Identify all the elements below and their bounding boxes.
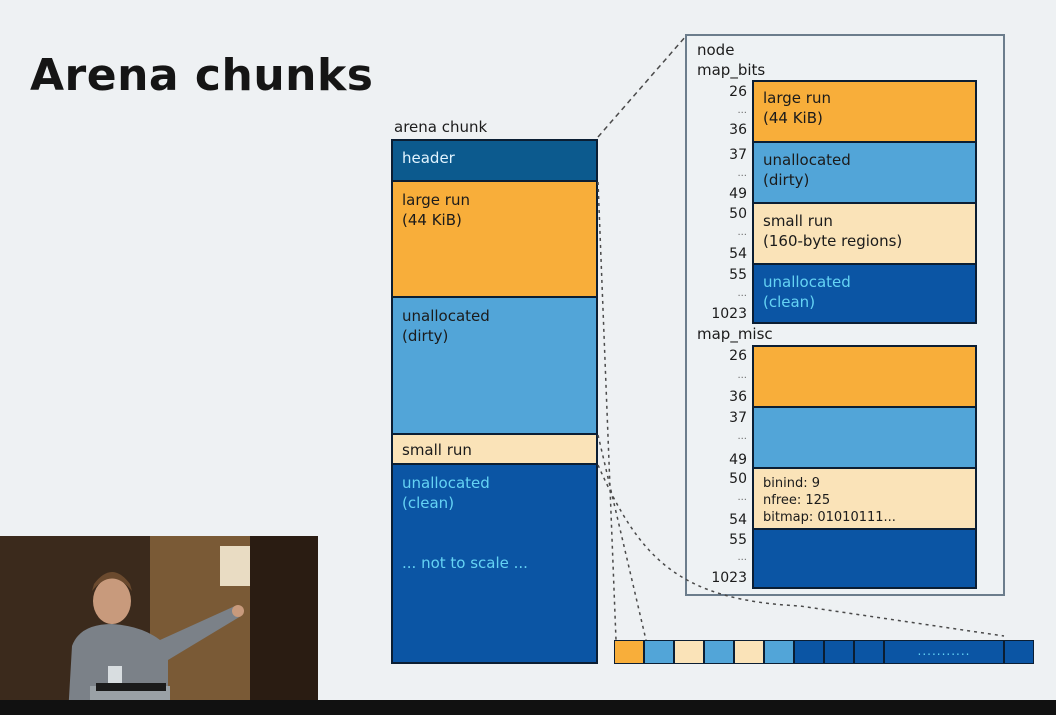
ellipsis-mark: ... [737,431,747,442]
presenter-video [0,536,318,715]
ellipsis-mark: ... [737,370,747,381]
ellipsis-mark: ... [737,105,747,116]
map-strip: ........... [614,640,1034,664]
ellipsis-mark: ... [737,552,747,563]
arena-large-run-text: large run (44 KiB) [402,191,470,229]
presenter-image [0,536,318,715]
arena-dirty-block: unallocated (dirty) [391,296,598,435]
map-cell [704,640,734,664]
map-bits-clean-text: unallocated (clean) [763,273,851,311]
map-bits-index: 26 [729,84,747,100]
map-misc-index: 49 [729,452,747,468]
bottom-bar [0,700,1056,715]
map-misc-large-run [752,345,977,408]
ellipsis-mark: ... [737,168,747,179]
map-cell [824,640,854,664]
arena-header-text: header [402,149,455,167]
arena-large-run-block: large run (44 KiB) [391,180,598,298]
ellipsis-mark: ... [737,492,747,503]
map-bits-clean: unallocated (clean) [752,263,977,324]
map-bits-label: map_bits [697,61,766,79]
map-bits-index: 36 [729,122,747,138]
arena-clean-text: unallocated (clean) [402,474,490,512]
map-misc-label: map_misc [697,325,773,343]
map-misc-index: 36 [729,389,747,405]
map-cell [674,640,704,664]
map-bits-dirty-text: unallocated (dirty) [763,151,851,189]
arena-dirty-text: unallocated (dirty) [402,307,490,345]
connector-line-small-run [597,434,647,641]
map-cell [734,640,764,664]
slide: Arena chunks arena chunk header large ru… [0,34,1034,715]
map-misc-index: 26 [729,348,747,364]
map-bits-dirty: unallocated (dirty) [752,141,977,204]
map-bits-index: 37 [729,147,747,163]
arena-chunk-label: arena chunk [394,118,488,136]
map-misc-index: 54 [729,512,747,528]
map-cell [854,640,884,664]
connector-line-header-top [597,35,687,138]
map-bits-index: 55 [729,267,747,283]
node-label: node [697,41,735,59]
connector-lines [597,35,1005,641]
ellipsis-mark: ... [737,227,747,238]
slide-title: Arena chunks [30,50,374,101]
map-bits-index: 1023 [711,306,747,322]
ellipsis-mark: ... [737,288,747,299]
map-bits-large-run: large run (44 KiB) [752,80,977,143]
connector-line-clean [597,464,1005,637]
map-bits-index: 49 [729,186,747,202]
map-cell [764,640,794,664]
map-cell-ellipsis: ........... [884,640,1004,664]
connector-line-large-run [597,181,617,641]
map-misc-index: 50 [729,471,747,487]
map-cell [614,640,644,664]
map-cell [794,640,824,664]
map-bits-small-run-text: small run (160-byte regions) [763,212,903,250]
map-bits-index: 54 [729,246,747,262]
map-bits-large-run-text: large run (44 KiB) [763,89,831,127]
map-misc-index: 37 [729,410,747,426]
map-cell [644,640,674,664]
map-misc-small-run-text: binind: 9 nfree: 125 bitmap: 01010111... [763,476,896,525]
map-cell [1004,640,1034,664]
arena-clean-block: unallocated (clean) ... not to scale ... [391,463,598,664]
map-misc-index: 1023 [711,570,747,586]
map-misc-clean [752,528,977,589]
map-misc-index: 55 [729,532,747,548]
not-to-scale-note: ... not to scale ... [402,554,528,572]
arena-small-run-text: small run [402,441,472,459]
map-bits-index: 50 [729,206,747,222]
